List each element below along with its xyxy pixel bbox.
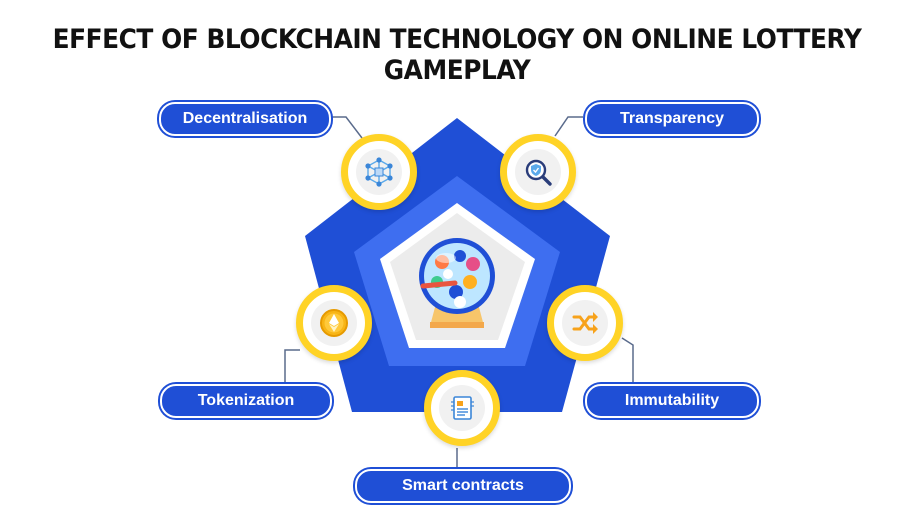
- shield-magnifier-icon: [525, 159, 552, 186]
- smart-contracts-badge: [424, 370, 500, 446]
- ethereum-coin-icon: [320, 309, 348, 337]
- immutability-badge: [547, 285, 623, 361]
- immutability-label: Immutability: [585, 384, 759, 418]
- decentralisation-badge: [341, 134, 417, 210]
- smart-contracts-label: Smart contracts: [355, 469, 571, 503]
- page-title: EFFECT OF BLOCKCHAIN TECHNOLOGY ON ONLIN…: [52, 24, 862, 86]
- tokenization-badge: [296, 285, 372, 361]
- decentralisation-label: Decentralisation: [159, 102, 331, 136]
- shuffle-arrows-icon: [572, 312, 598, 334]
- lottery-machine-icon: [419, 238, 495, 328]
- connector-transparency: [554, 116, 583, 137]
- transparency-badge: [500, 134, 576, 210]
- tokenization-label: Tokenization: [160, 384, 332, 418]
- network-nodes-icon: [365, 157, 393, 187]
- transparency-label: Transparency: [585, 102, 759, 136]
- connector-decentralisation: [330, 116, 363, 139]
- contract-document-icon: [451, 396, 474, 420]
